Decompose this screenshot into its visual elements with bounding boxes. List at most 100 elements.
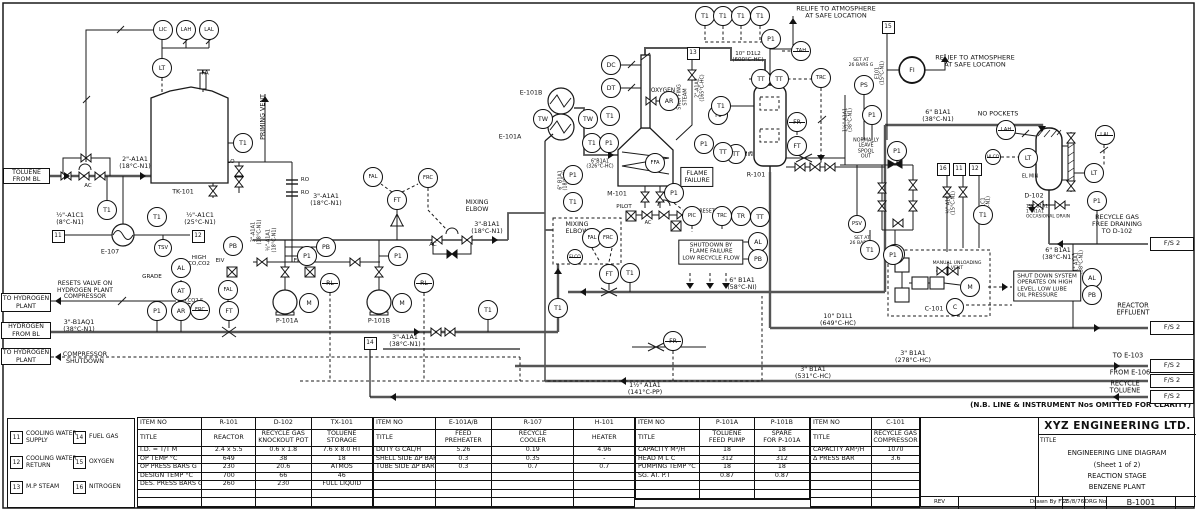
table-cell <box>311 490 373 499</box>
instrument-bubble-rl: RL <box>414 273 434 293</box>
instrument-bubble-t1: T1 <box>478 300 498 320</box>
instrument-bubble-p1: P1 <box>887 141 907 161</box>
table-row-label: DESIGN TEMP °C <box>138 472 203 481</box>
flow-arrow <box>140 172 146 180</box>
pipe-label: E-101A <box>498 133 522 141</box>
instrument-bubble-fr: FR <box>787 112 807 132</box>
instrument-bubble-tw: TW <box>578 109 598 129</box>
instrument-bubble-t1: T1 <box>713 6 733 26</box>
table-cell: FEED PREHEATER <box>435 430 493 447</box>
pipe-label: P-101B <box>367 317 391 325</box>
pipe-label: 1½" A1A1 (141°C-PP) <box>627 381 663 396</box>
title-block-footer: REV Drawn By FT1 25/8/76 DRG No B-1001 <box>921 496 1196 509</box>
pipe-label: 6"B1A1 (326°C-HC) <box>586 159 614 170</box>
flow-arrow <box>1113 393 1119 401</box>
utility-box-16: 16 <box>936 162 950 176</box>
instrument-bubble-lal: LAL <box>199 20 219 40</box>
pipe-label: D-102 <box>1024 192 1044 200</box>
instrument-bubble-tt: TT <box>713 142 733 162</box>
table-row-label: ITEM NO <box>374 418 436 430</box>
annotation-box: SHUT DOWN SYSTEM OPERATES ON HIGH LEVEL,… <box>1013 270 1081 302</box>
instrument-bubble-t1: T1 <box>750 6 770 26</box>
valve <box>80 152 92 164</box>
table-cell: 1070 <box>871 447 919 456</box>
valve <box>256 256 268 268</box>
instrument-bubble-pb: PB <box>223 236 243 256</box>
instrument-bubble-tah: TAH <box>791 41 811 61</box>
pipe-segment <box>574 107 618 156</box>
table-cell <box>256 498 312 507</box>
valve <box>876 182 888 194</box>
table-row-label: TITLE <box>374 430 436 447</box>
instrument-bubble-pic: PIC <box>682 206 702 226</box>
table-cell <box>871 473 919 481</box>
valve <box>654 191 666 203</box>
pipe-label: TO E-103 <box>1112 351 1144 360</box>
pipe-label: 3"-B1AQ1 (38°C-N1) <box>63 318 95 333</box>
annotation-box: FLAME FAILURE <box>680 166 714 188</box>
instrument-bubble-al: AL <box>171 258 191 278</box>
table-cell <box>871 464 919 473</box>
pipe-label: E-107 <box>100 248 120 256</box>
pipe-label: EL MIN <box>1021 174 1039 180</box>
pipe-label: 6" B1A1 (38°C-N1) <box>922 108 954 123</box>
instrument-bubble-t1: T1 <box>860 240 880 260</box>
instrument-bubble-lt: LT <box>1084 163 1104 183</box>
table-cell <box>871 481 919 490</box>
pipe-label: 6" B1A1 (58°C-NI) <box>727 276 757 291</box>
table-row-label: PUMPING TEMP °C <box>636 464 701 473</box>
table-row-label: TITLE <box>636 430 701 447</box>
table-cell: R-101 <box>202 418 257 430</box>
instrument-bubble-pb: PB <box>1082 285 1102 305</box>
instrument-bubble-lic: LIC <box>153 20 173 40</box>
pipe-segment <box>85 29 153 162</box>
pipe-segment <box>600 287 618 297</box>
table-cell: 18 <box>700 447 755 456</box>
pipe-label: REACTOR EFFLUENT <box>1116 301 1150 317</box>
drg-no-label: DRG No <box>1085 497 1107 509</box>
table-cell: E-101A/B <box>435 418 493 430</box>
table-cell: 0.87 <box>700 472 755 481</box>
table-row-label: OP PRESS BARS G <box>138 464 203 473</box>
instrument-bubble-pb: PB <box>748 249 768 269</box>
pipe-label: MIXING ELBOW <box>565 220 589 235</box>
flow-arrow <box>554 268 562 274</box>
table-cell <box>435 489 493 498</box>
pipe-segment <box>549 120 572 134</box>
instrument-bubble-tsv: TSV <box>154 239 172 257</box>
instrument-bubble-lt: LT <box>152 58 172 78</box>
instrument-bubble-fr: FR <box>663 331 683 351</box>
pipe-label: RECYCLE TOLUENE <box>1109 379 1141 395</box>
fs-continuation-box: F/S 2 <box>1150 390 1194 404</box>
valve <box>446 248 458 260</box>
table-cell: 0.7 <box>492 464 575 473</box>
table-cell <box>435 472 493 481</box>
valve <box>373 266 385 278</box>
table-row-label: ITEM NO <box>636 418 701 430</box>
instrument-bubble-lah: LAH <box>176 20 196 40</box>
table-cell <box>435 498 493 507</box>
pipe-segment <box>670 220 682 232</box>
instrument-bubble-dt: DT <box>601 78 621 98</box>
flow-arrow <box>1114 362 1120 370</box>
pipe-segment <box>673 202 684 211</box>
pipe-label: SET AT 26 BARS G <box>848 57 874 68</box>
table-cell: TOLUENE FEED PUMP <box>700 430 755 447</box>
fs-continuation-box: F/S 2 <box>1150 359 1194 373</box>
flow-arrow <box>706 283 714 289</box>
flow-arrow <box>1094 324 1100 332</box>
pipe-label: R-101 <box>746 171 766 179</box>
table-row-label <box>811 489 872 498</box>
flow-arrow <box>686 283 694 289</box>
table-row <box>138 498 373 507</box>
table-cell <box>574 498 634 507</box>
